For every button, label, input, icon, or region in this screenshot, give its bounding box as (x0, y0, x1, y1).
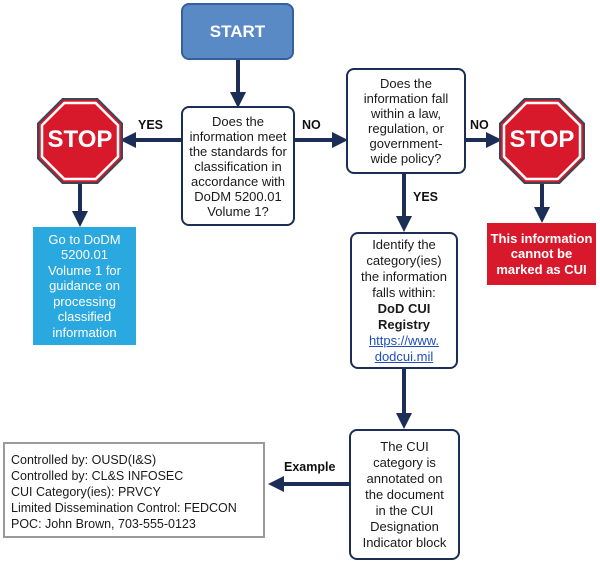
decision-classification-line: Does the (211, 113, 265, 129)
guidance-line: 5200.01 (61, 247, 108, 263)
edge-label-yes-left: YES (138, 118, 164, 132)
registry-link-line: https://www. (368, 332, 440, 348)
start-node: START (181, 3, 294, 60)
edge-label-no-right: NO (470, 118, 489, 132)
edge-label-no-middle: NO (302, 118, 321, 132)
identify-line: Identify the (372, 236, 436, 252)
registry-title-line: DoD CUI (377, 300, 431, 316)
decision-law-line: government- (369, 136, 443, 151)
example-line: Controlled by: OUSD(I&S) (11, 453, 157, 467)
not-cui-line: marked as CUI (496, 261, 587, 277)
stop-sign-right (499, 98, 585, 184)
identify-line: falls within: (372, 284, 436, 300)
decision-classification-line: the standards for (189, 143, 287, 159)
decision-classification-line: accordance with (191, 173, 285, 189)
annotate-line: the document (365, 486, 444, 502)
decision-law-line: within a law, (370, 106, 442, 121)
example-designation-block: Controlled by: OUSD(I&S) Controlled by: … (3, 442, 265, 538)
not-cui-line: cannot be (510, 246, 573, 262)
example-line: CUI Category(ies): PRVCY (11, 485, 161, 499)
decision-classification-line: classification in (194, 158, 282, 174)
edge-label-example: Example (284, 460, 336, 474)
stop-right-label: STOP (509, 126, 575, 153)
guidance-line: processing (53, 293, 116, 309)
annotate-line: category is (373, 454, 436, 470)
guidance-line: Volume 1 for (48, 262, 121, 278)
registry-title-line: Registry (377, 316, 431, 332)
guidance-line: classified (57, 309, 112, 325)
classified-guidance-box: Go to DoDM 5200.01 Volume 1 for guidance… (33, 227, 136, 345)
decision-law-line: information fall (363, 91, 449, 106)
decision-law-line: wide policy? (370, 151, 442, 166)
stop-left-label: STOP (47, 126, 113, 153)
decision-law-policy: Does the information fall within a law, … (346, 68, 466, 174)
annotate-line: The CUI (380, 438, 429, 454)
decision-classification-line: DoDM 5200.01 (194, 188, 282, 204)
decision-classification: Does the information meet the standards … (181, 106, 295, 226)
guidance-line: guidance on (49, 278, 120, 294)
start-label: START (209, 21, 266, 41)
annotate-line: in the CUI (375, 502, 434, 518)
identify-category-box: Identify the category(ies) the informati… (350, 232, 458, 369)
edge-label-yes-down: YES (413, 190, 439, 204)
example-line: Limited Dissemination Control: FEDCON (11, 501, 237, 515)
decision-law-line: Does the (379, 76, 433, 91)
not-cui-box: This information cannot be marked as CUI (487, 223, 596, 285)
not-cui-line: This information (490, 230, 593, 246)
registry-link-line: dodcui.mil (374, 348, 434, 364)
annotate-line: annotated on (366, 470, 443, 486)
registry-link[interactable]: https://www. dodcui.mil (369, 333, 439, 365)
decision-classification-line: Volume 1? (207, 203, 269, 219)
decision-law-line: regulation, or (368, 121, 444, 136)
annotate-cui-box: The CUI category is annotated on the doc… (349, 429, 460, 560)
annotate-line: Indicator block (362, 534, 447, 550)
example-line: POC: John Brown, 703-555-0123 (11, 517, 196, 531)
identify-line: the information (361, 268, 447, 284)
annotate-line: Designation (370, 518, 439, 534)
decision-classification-line: information meet (189, 128, 287, 144)
guidance-line: information (52, 324, 117, 340)
stop-sign-left (37, 98, 123, 184)
example-line: Controlled by: CL&S INFOSEC (11, 469, 184, 483)
guidance-line: Go to DoDM (48, 231, 121, 247)
identify-line: category(ies) (366, 252, 442, 268)
